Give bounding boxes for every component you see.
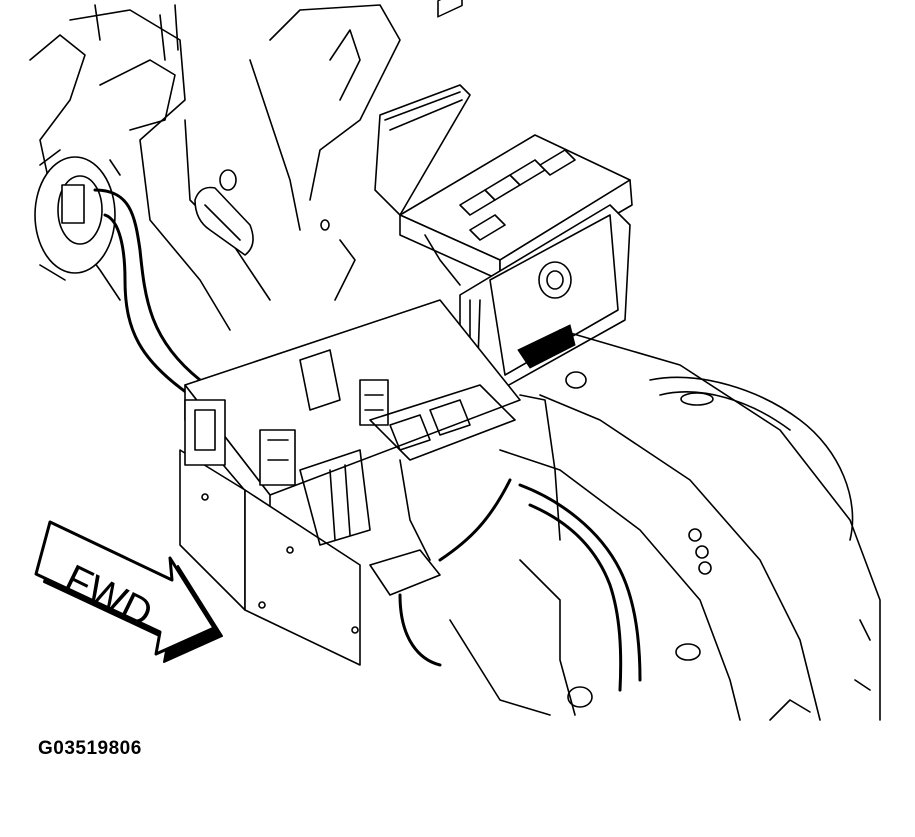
control-module: [459, 204, 631, 391]
figure-id-label: G03519806: [38, 738, 142, 759]
firewall-panel: [194, 4, 401, 301]
wiring-harness-left: [93, 188, 202, 397]
harness-connector-lower: [369, 394, 561, 667]
right-frame-rail: [449, 329, 881, 721]
forward-direction-arrow: FWD: [34, 520, 223, 663]
harness-grommet: [34, 149, 121, 281]
junction-block: [179, 299, 521, 666]
